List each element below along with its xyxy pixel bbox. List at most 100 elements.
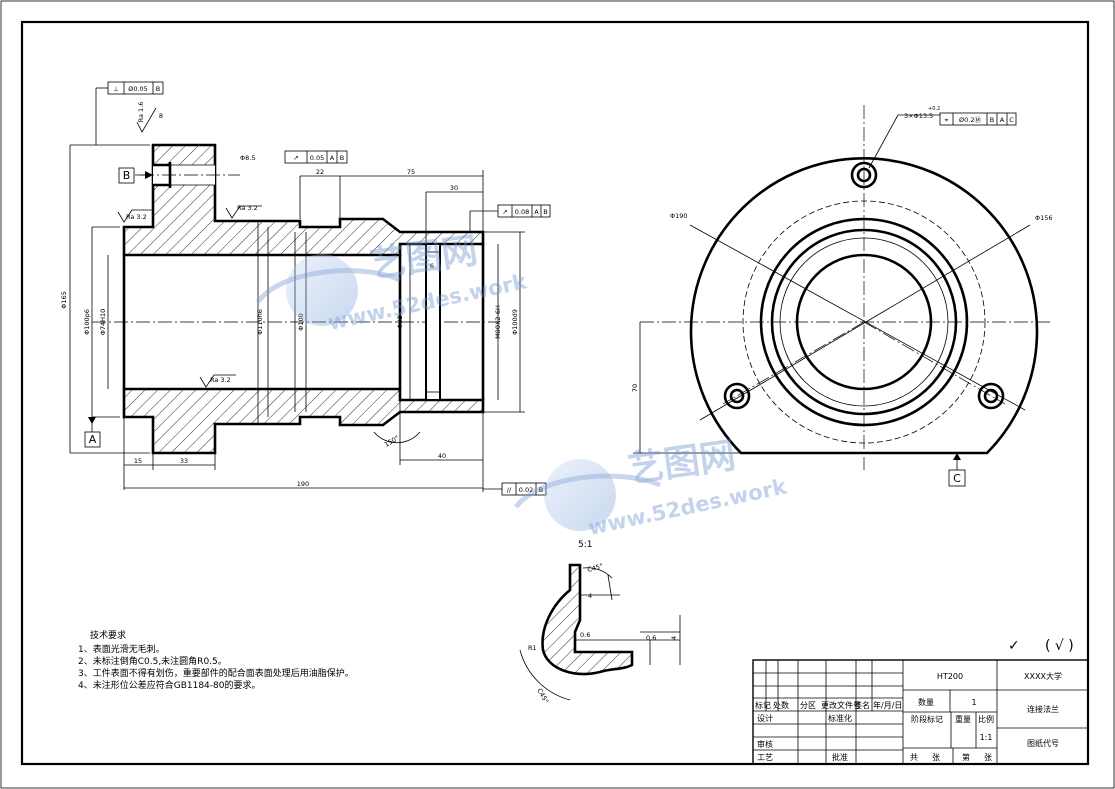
tb-quantity-val: 1 bbox=[971, 698, 976, 707]
tb-count: 处数 bbox=[773, 700, 789, 710]
tech-item-1: 1、表面光滑无毛刺。 bbox=[78, 643, 165, 655]
watermark-2: 艺图网 www.52des.work bbox=[514, 435, 790, 540]
title-block: 标记 处数 分区 更改文件号 签名 年/月/日 设计 标准化 审核 工艺 批准 … bbox=[752, 659, 1089, 765]
tb-zone: 分区 bbox=[800, 701, 816, 710]
globe-logo-2 bbox=[544, 459, 616, 531]
dim-phi110: Φ110h6 bbox=[256, 309, 264, 335]
tb-quantity: 数量 bbox=[918, 697, 934, 707]
runout2-symbol: ↗ bbox=[502, 208, 507, 216]
dim-150deg: 150° bbox=[383, 434, 401, 449]
tech-item-4: 4、未注形位公差应符合GB1184-80的要求。 bbox=[78, 679, 260, 691]
dim-190: 190 bbox=[297, 480, 309, 488]
dim-phi165: Φ165 bbox=[60, 291, 68, 309]
position-datum1: B bbox=[990, 116, 994, 124]
detail-d4: 4 bbox=[588, 592, 592, 600]
runout2-datum2: B bbox=[543, 208, 547, 216]
tb-sheet: 张 bbox=[984, 753, 992, 762]
datum-b: B bbox=[123, 169, 131, 182]
dim-33: 33 bbox=[180, 457, 188, 465]
tb-sheets: 张 bbox=[932, 753, 940, 762]
perp-symbol: ⊥ bbox=[113, 85, 119, 93]
surface-check-mark: ✓ bbox=[1008, 638, 1020, 654]
perp-datum: B bbox=[156, 85, 160, 93]
detail-d06a: 0.6 bbox=[580, 631, 590, 639]
parallel-value: 0.02 bbox=[519, 486, 533, 494]
inner-frame bbox=[20, 20, 1090, 766]
dim-m80: M80X2-6H bbox=[494, 305, 502, 339]
runout1-symbol: ↗ bbox=[293, 154, 298, 162]
dim-holes-sup: +0.2 bbox=[928, 106, 940, 112]
tb-weight: 重量 bbox=[955, 714, 971, 724]
dim-phi8-5: Φ8.5 bbox=[240, 154, 255, 162]
dim-phi156: Φ156 bbox=[1035, 214, 1053, 222]
ra32-left: Ra 3.2 bbox=[126, 213, 147, 221]
tb-part-name: 连接法兰 bbox=[1027, 704, 1059, 714]
position-symbol: ⌖ bbox=[945, 116, 949, 124]
dim-phi74: Φ74H10 bbox=[99, 309, 107, 336]
datum-a: A bbox=[89, 433, 97, 446]
position-datum2: A bbox=[1000, 116, 1005, 124]
detail-view: 5:1 C45° 4 0.6 0.6 4 R1 C45° bbox=[519, 540, 681, 705]
tech-requirements: 技术要求 1、表面光滑无毛刺。 2、未标注倒角C0.5,未注圆角R0.5。 3、… bbox=[78, 629, 354, 691]
dim-70: 70 bbox=[631, 384, 639, 392]
surface-paren-mark: ( √ ) bbox=[1045, 638, 1074, 654]
dim-75: 75 bbox=[407, 168, 415, 176]
position-value: Ø0.2Ⓜ bbox=[959, 116, 981, 124]
dim-phi100p6: Φ100p6 bbox=[83, 309, 91, 335]
dim-phi100: Φ100 bbox=[297, 313, 305, 331]
parallel-symbol: // bbox=[507, 486, 512, 494]
ra16: Ra 1.6 bbox=[137, 102, 145, 123]
tb-check: 审核 bbox=[757, 739, 773, 749]
tb-material: HT200 bbox=[937, 672, 963, 681]
tb-standard: 标准化 bbox=[828, 713, 852, 723]
watermark-url-2: www.52des.work bbox=[586, 474, 790, 540]
tb-design: 设计 bbox=[757, 713, 773, 723]
detail-r1: R1 bbox=[528, 644, 537, 652]
datum-c: C bbox=[953, 472, 961, 485]
tech-title: 技术要求 bbox=[90, 629, 126, 641]
tb-approve: 批准 bbox=[832, 752, 848, 762]
dim-phi82: Φ82 bbox=[396, 315, 404, 328]
dim-holes: 3×Φ13.5 bbox=[904, 112, 933, 120]
detail-d06b: 0.6 bbox=[646, 634, 656, 642]
dim-15: 15 bbox=[134, 457, 142, 465]
runout2-datum1: A bbox=[534, 208, 539, 216]
tb-date: 年/月/日 bbox=[873, 700, 902, 710]
tb-total: 共 bbox=[910, 753, 918, 762]
tb-no: 第 bbox=[962, 752, 970, 762]
tb-doc-no: 更改文件号 bbox=[821, 700, 861, 710]
globe-logo bbox=[286, 254, 358, 326]
runout1-value: 0.05 bbox=[310, 154, 324, 162]
section-view: A B ⊥ Ø0.05 B ↗ 0.05 A B ↗ 0.08 A B bbox=[60, 81, 551, 496]
tb-stage: 阶段标记 bbox=[911, 714, 943, 724]
parallel-datum: B bbox=[539, 486, 543, 494]
tb-school: XXXX大学 bbox=[1024, 671, 1062, 681]
runout2-value: 0.08 bbox=[515, 208, 529, 216]
detail-scale: 5:1 bbox=[578, 540, 592, 550]
ra32-top: Ra 3.2 bbox=[237, 204, 258, 212]
tb-drawing-no: 图纸代号 bbox=[1027, 738, 1059, 748]
tb-scale-val: 1:1 bbox=[980, 733, 993, 742]
position-datum3: C bbox=[1009, 116, 1014, 124]
tb-sign: 签名 bbox=[854, 700, 870, 710]
tech-item-2: 2、未标注倒角C0.5,未注圆角R0.5。 bbox=[78, 655, 227, 667]
runout1-datum2: B bbox=[340, 154, 344, 162]
tb-mark: 标记 bbox=[755, 700, 771, 710]
tb-ratio: 比例 bbox=[978, 714, 994, 724]
end-view: ⌖ Ø0.2Ⓜ B A C 3×Φ13.5 +0.2 Φ190 Φ156 70 … bbox=[631, 105, 1053, 487]
tb-process: 工艺 bbox=[757, 753, 773, 762]
tech-item-3: 3、工件表面不得有划伤，重要部件的配合面表面处理后用油脂保护。 bbox=[78, 667, 354, 679]
ra32-bottom: Ra 3.2 bbox=[210, 376, 231, 384]
watermark-brand-2: 艺图网 bbox=[626, 435, 739, 491]
perp-value: Ø0.05 bbox=[128, 85, 148, 93]
detail-chamfer1: C45° bbox=[586, 562, 604, 574]
dim-phi190: Φ190 bbox=[670, 212, 688, 220]
dim-8: 8 bbox=[159, 112, 163, 120]
dim-phi100d9: Φ100d9 bbox=[511, 309, 519, 335]
runout1-datum1: A bbox=[330, 154, 335, 162]
dim-40: 40 bbox=[438, 452, 446, 460]
dim-6: 6 bbox=[430, 262, 434, 270]
dim-30: 30 bbox=[450, 184, 458, 192]
